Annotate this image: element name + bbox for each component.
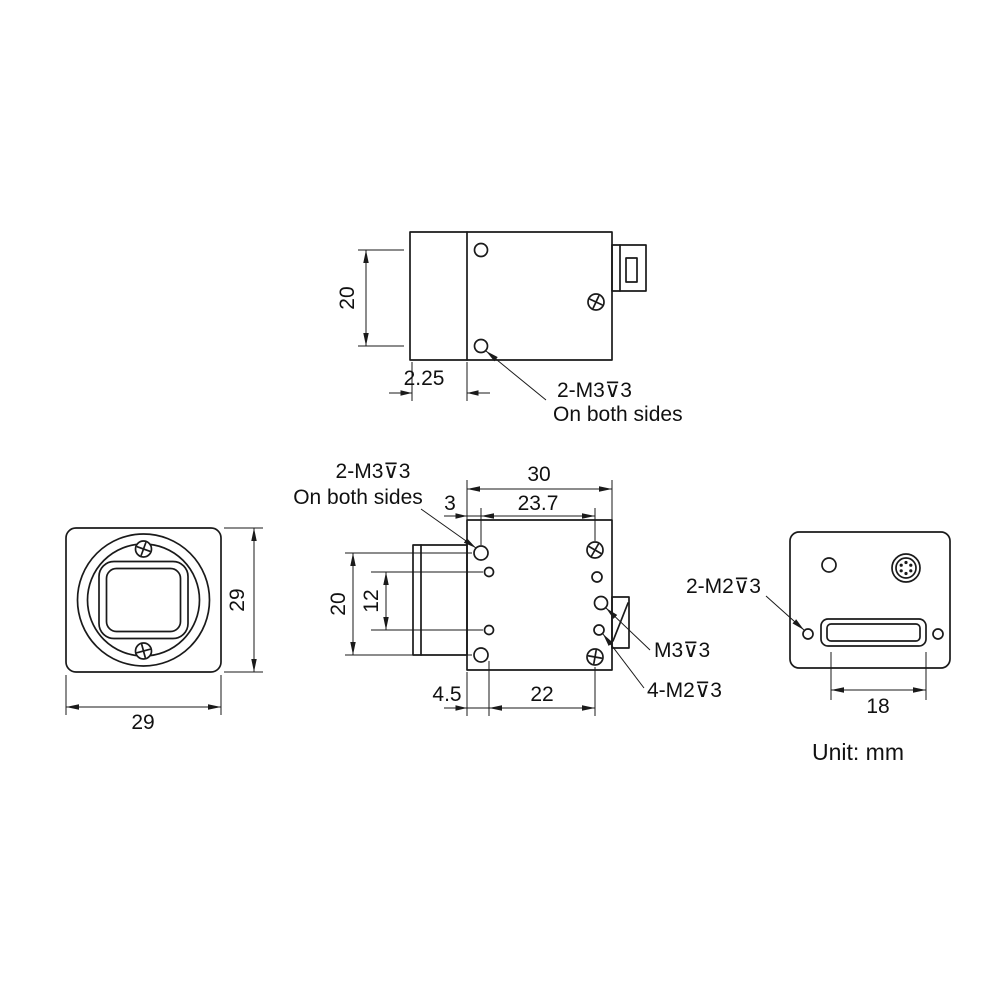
label-2xm2-depth: 2-M2⊽3 [686,575,761,598]
leader-line [602,633,645,689]
rear-connector-slot [625,257,638,283]
dim-bottom-span: 22 [530,683,553,706]
dim-top-hole-spacing: 20 [336,286,359,309]
top-screw-label: 2-M3⊽3 [557,379,632,402]
mounting-hole [593,595,609,611]
camera-body-rear-outline [789,531,951,669]
mounting-hole [483,566,495,578]
screw-icon [134,642,153,660]
dim-front-height: 29 [226,588,249,611]
side-screw-label: 2-M3⊽3 [336,460,411,483]
dim-hole-offset: 3 [444,492,456,515]
top-screw-note: On both sides [553,403,683,426]
label-4xm2-depth: 4-M2⊽3 [647,679,722,702]
sensor-window-inner [105,567,182,633]
dim-bottom-offset: 4.5 [432,683,461,706]
mounting-hole [932,628,944,640]
sensor-window-outer [98,560,189,640]
screw-icon [134,540,153,558]
dimension-arrow [455,705,467,711]
top-view: 20 2.25 2-M3⊽3 On both sides [336,231,683,426]
mounting-hole [473,338,489,354]
label-m3-depth: M3⊽3 [654,639,710,662]
leader-line [420,508,477,549]
dimension-arrow [400,390,412,396]
dim-connector-width: 18 [866,695,889,718]
lens-mount-outer-ring [76,533,211,667]
leader-line [485,350,547,401]
mounting-hole [473,545,489,561]
side-connector-block [611,596,630,649]
leader-line [605,607,651,651]
dim-front-width: 29 [131,711,154,734]
screw-icon [587,293,605,311]
mounting-hole [593,624,605,636]
mounting-hole [591,571,603,583]
camera-body-front-outline [65,527,222,673]
side-view: 30 3 23.7 20 12 4.5 22 2-M3⊽3 On both si… [293,460,722,716]
camera-body-side-outline [466,519,613,671]
mounting-hole [802,628,814,640]
rear-view: 2-M2⊽3 18 [686,531,951,718]
unit-note: Unit: mm [812,739,904,765]
front-view: 29 29 [65,527,263,734]
screw-icon [586,648,604,666]
mounting-hole [483,624,495,636]
data-connector-outer [820,618,927,647]
side-screw-note: On both sides [293,486,423,509]
dimension-arrow [455,513,467,519]
data-connector-inner [826,623,921,642]
dim-side-width: 30 [527,463,550,486]
screw-icon [586,541,604,559]
mounting-hole [473,647,489,663]
dim-hole-span: 23.7 [518,492,559,515]
dim-small-hole-spacing: 12 [360,589,383,612]
power-io-connector [891,553,921,583]
leader-line [765,595,805,631]
indicator-led [821,557,837,573]
mounting-hole [473,242,489,258]
rear-connector-top-outline [611,244,647,292]
dim-flange-offset: 2.25 [404,367,445,390]
camera-body-top-outline [409,231,613,361]
dim-side-hole-spacing: 20 [327,592,350,615]
dimension-arrow [467,390,479,396]
